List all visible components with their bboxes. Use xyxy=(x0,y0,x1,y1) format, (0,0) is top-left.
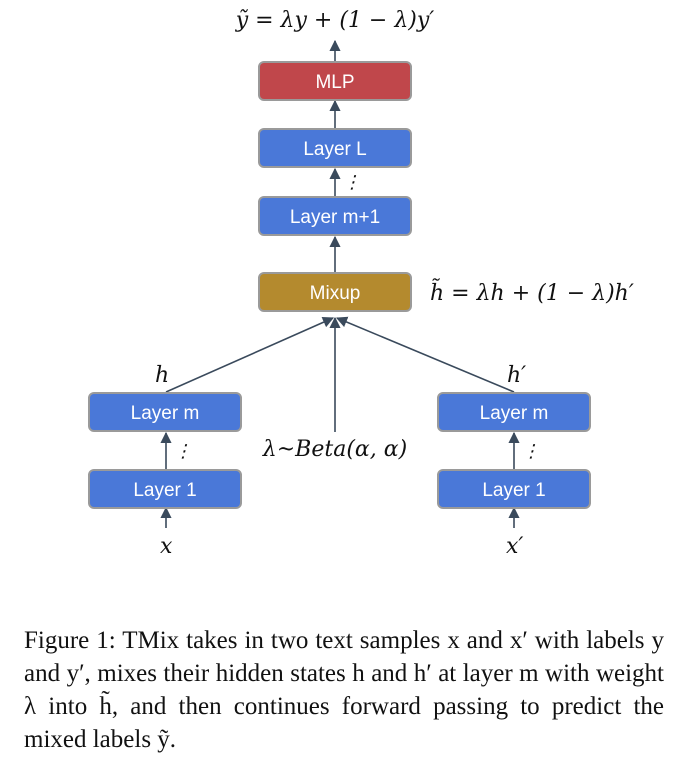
layer-m1-label: Layer m+1 xyxy=(290,207,380,228)
mixup-label: Mixup xyxy=(310,283,361,304)
mixup-box: Mixup xyxy=(258,272,412,312)
mix-formula: h̃ = λh + (1 − λ)h′ xyxy=(430,279,634,306)
mlp-label: MLP xyxy=(315,72,354,93)
arrow-left-to-mixup xyxy=(165,316,335,393)
h-right-label: h′ xyxy=(507,363,526,388)
layer-m1-box: Layer m+1 xyxy=(258,196,412,236)
left-layer-m-box: Layer m xyxy=(88,392,242,432)
right-layer-m-box: Layer m xyxy=(437,392,591,432)
layer-L-label: Layer L xyxy=(303,139,366,160)
left-layer-1-box: Layer 1 xyxy=(88,469,242,509)
right-layer-m-label: Layer m xyxy=(480,403,549,424)
arrow-right-to-mixup xyxy=(335,316,515,393)
mlp-box: MLP xyxy=(258,61,412,101)
lambda-formula: λ~Beta(α, α) xyxy=(262,437,407,462)
output-formula: ỹ = λy + (1 − λ)y′ xyxy=(235,8,435,33)
ellipsis-left: ⋮ xyxy=(174,441,192,462)
ellipsis-right: ⋮ xyxy=(522,441,540,462)
figure-caption: Figure 1: TMix takes in two text samples… xyxy=(24,627,664,753)
left-layer-m-label: Layer m xyxy=(131,403,200,424)
right-layer-1-box: Layer 1 xyxy=(437,469,591,509)
h-left-label: h xyxy=(155,363,169,388)
ellipsis-center: ⋮ xyxy=(343,172,361,193)
x-right-label: x′ xyxy=(506,534,523,559)
x-left-label: x xyxy=(160,534,173,559)
right-layer-1-label: Layer 1 xyxy=(482,480,545,501)
layer-L-box: Layer L xyxy=(258,128,412,168)
left-layer-1-label: Layer 1 xyxy=(133,480,196,501)
tmix-diagram: ỹ = λy + (1 − λ)y′ ⋮ ⋮ ⋮ MLP Layer L Lay… xyxy=(88,8,634,559)
